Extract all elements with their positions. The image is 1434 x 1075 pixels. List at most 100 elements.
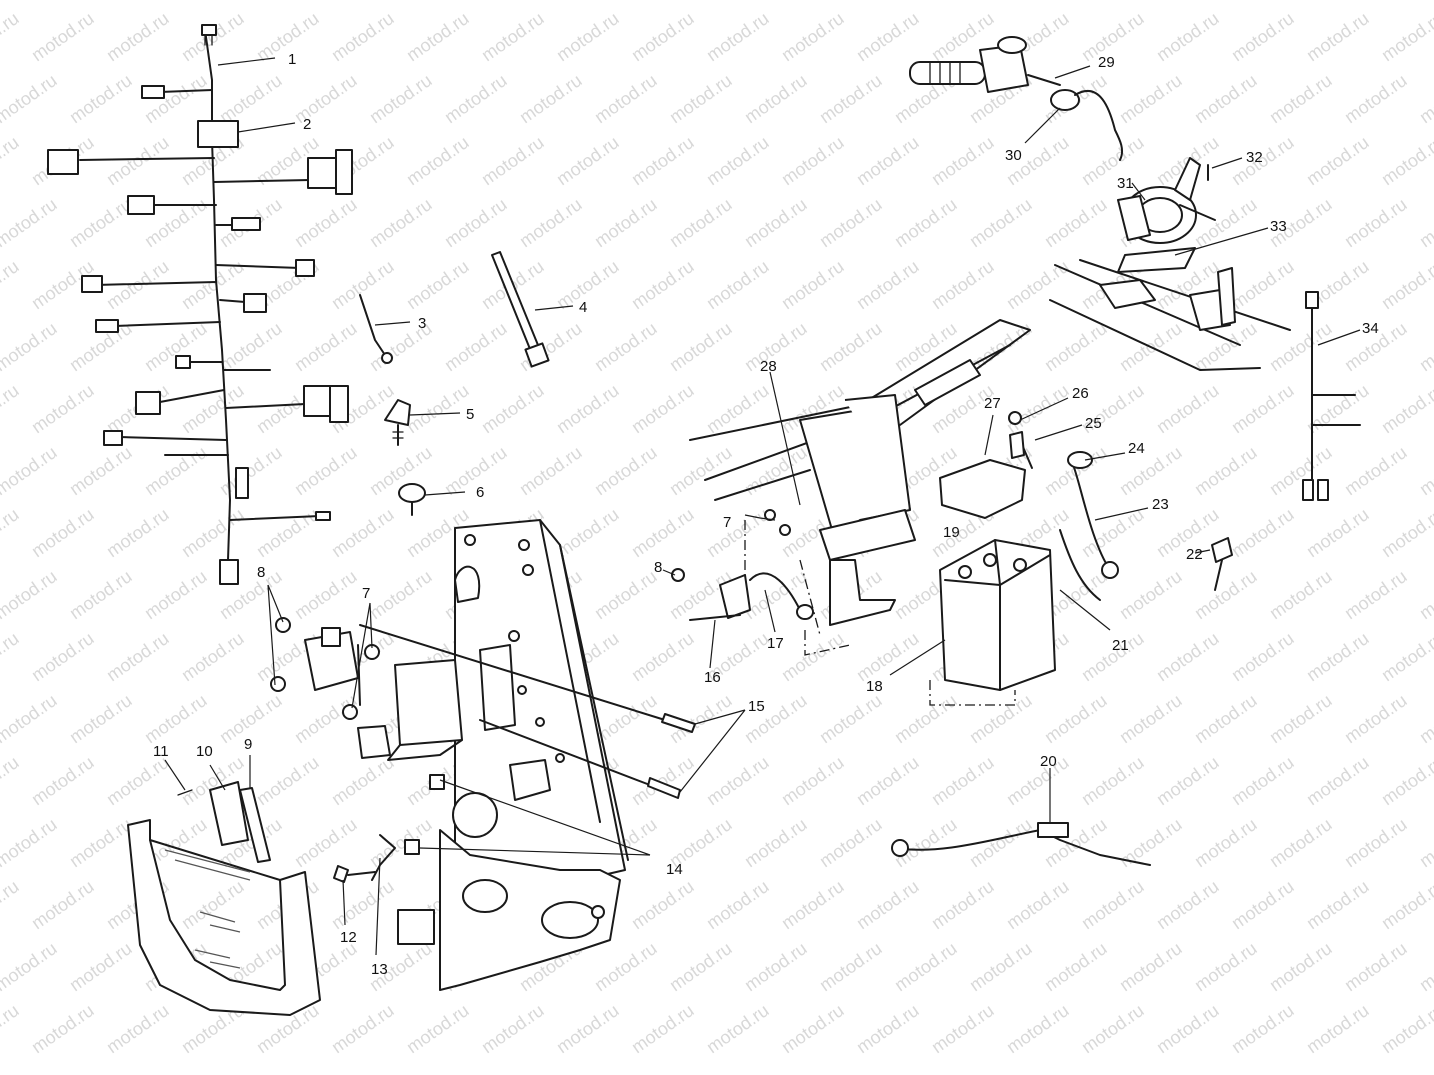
- ground-wire: [359, 294, 393, 364]
- watermark-text: motod.ru: [141, 442, 211, 499]
- ignition-coil: [270, 617, 380, 720]
- watermark-text: motod.ru: [28, 752, 98, 809]
- watermark-text: motod.ru: [1416, 194, 1434, 251]
- watermark-text: motod.ru: [1153, 1000, 1223, 1057]
- watermark-text: motod.ru: [1078, 1000, 1148, 1057]
- callout-16: 16: [704, 669, 721, 686]
- watermark-text: motod.ru: [1003, 1000, 1073, 1057]
- watermark-text: motod.ru: [1378, 504, 1434, 561]
- watermark-text: motod.ru: [253, 752, 323, 809]
- watermark-text: motod.ru: [66, 690, 136, 747]
- watermark-text: motod.ru: [591, 194, 661, 251]
- watermark-text: motod.ru: [28, 504, 98, 561]
- watermark-text: motod.ru: [628, 628, 698, 685]
- watermark-text: motod.ru: [1228, 8, 1298, 65]
- callout-32: 32: [1246, 149, 1263, 166]
- callout-2: 2: [303, 116, 311, 133]
- horn: [1117, 157, 1216, 273]
- watermark-text: motod.ru: [1416, 690, 1434, 747]
- watermark-text: motod.ru: [328, 752, 398, 809]
- watermark-text: motod.ru: [1191, 70, 1261, 127]
- watermark-text: motod.ru: [441, 0, 511, 3]
- watermark-text: motod.ru: [66, 70, 136, 127]
- watermark-text: motod.ru: [1116, 442, 1186, 499]
- watermark-text: motod.ru: [778, 8, 848, 65]
- watermark-text: motod.ru: [1303, 752, 1373, 809]
- watermark-text: motod.ru: [1191, 0, 1261, 3]
- watermark-text: motod.ru: [966, 0, 1036, 3]
- watermark-text: motod.ru: [853, 628, 923, 685]
- watermark-text: motod.ru: [1341, 566, 1411, 623]
- watermark-text: motod.ru: [216, 0, 286, 3]
- watermark-text: motod.ru: [1416, 318, 1434, 375]
- watermark-text: motod.ru: [0, 938, 60, 995]
- watermark-text: motod.ru: [0, 8, 22, 65]
- cable-tie: [491, 251, 550, 368]
- watermark-text: motod.ru: [703, 504, 773, 561]
- battery: [929, 459, 1056, 706]
- watermark-text: motod.ru: [1041, 690, 1111, 747]
- watermark-text: motod.ru: [1378, 256, 1434, 313]
- bumper-guard: [127, 781, 321, 1016]
- watermark-text: motod.ru: [1116, 938, 1186, 995]
- watermark-text: motod.ru: [1228, 256, 1298, 313]
- watermark-text: motod.ru: [928, 132, 998, 189]
- watermark-text: motod.ru: [778, 628, 848, 685]
- watermark-text: motod.ru: [366, 814, 436, 871]
- watermark-text: motod.ru: [1378, 628, 1434, 685]
- watermark-text: motod.ru: [1191, 814, 1261, 871]
- watermark-text: motod.ru: [103, 8, 173, 65]
- watermark-text: motod.ru: [178, 380, 248, 437]
- callout-5: 5: [466, 406, 474, 423]
- watermark-text: motod.ru: [328, 8, 398, 65]
- watermark-text: motod.ru: [741, 814, 811, 871]
- watermark-text: motod.ru: [1416, 814, 1434, 871]
- watermark-text: motod.ru: [141, 0, 211, 3]
- watermark-text: motod.ru: [291, 814, 361, 871]
- watermark-text: motod.ru: [1078, 752, 1148, 809]
- watermark-text: motod.ru: [591, 566, 661, 623]
- callout-23: 23: [1152, 496, 1169, 513]
- watermark-text: motod.ru: [666, 318, 736, 375]
- callout-10: 10: [196, 743, 213, 760]
- watermark-text: motod.ru: [1153, 628, 1223, 685]
- watermark-text: motod.ru: [1153, 8, 1223, 65]
- watermark-text: motod.ru: [28, 876, 98, 933]
- watermark-text: motod.ru: [141, 566, 211, 623]
- watermark-text: motod.ru: [0, 690, 60, 747]
- watermark-text: motod.ru: [1041, 0, 1111, 3]
- watermark-text: motod.ru: [28, 628, 98, 685]
- watermark-text: motod.ru: [0, 504, 22, 561]
- watermark-text: motod.ru: [778, 1000, 848, 1057]
- watermark-text: motod.ru: [591, 0, 661, 3]
- callout-26: 26: [1072, 385, 1089, 402]
- watermark-text: motod.ru: [853, 752, 923, 809]
- watermark-text: motod.ru: [441, 318, 511, 375]
- watermark-text: motod.ru: [891, 318, 961, 375]
- watermark-text: motod.ru: [853, 1000, 923, 1057]
- watermark-text: motod.ru: [966, 318, 1036, 375]
- watermark-text: motod.ru: [1116, 566, 1186, 623]
- watermark-text: motod.ru: [328, 504, 398, 561]
- watermark-text: motod.ru: [703, 752, 773, 809]
- watermark-text: motod.ru: [553, 8, 623, 65]
- callout-3: 3: [418, 315, 426, 332]
- watermark-text: motod.ru: [1078, 504, 1148, 561]
- watermark-text: motod.ru: [666, 70, 736, 127]
- watermark-text: motod.ru: [1078, 132, 1148, 189]
- watermark-text: motod.ru: [1266, 566, 1336, 623]
- callout-9: 9: [244, 736, 252, 753]
- watermark-text: motod.ru: [1228, 752, 1298, 809]
- watermark-text: motod.ru: [1341, 0, 1411, 3]
- watermark-text: motod.ru: [1228, 628, 1298, 685]
- watermark-text: motod.ru: [0, 318, 60, 375]
- watermark-text: motod.ru: [1266, 814, 1336, 871]
- watermark-text: motod.ru: [441, 70, 511, 127]
- watermark-text: motod.ru: [516, 70, 586, 127]
- watermark-text: motod.ru: [1303, 8, 1373, 65]
- watermark-text: motod.ru: [178, 8, 248, 65]
- mounting-plate: [357, 519, 629, 896]
- handlebar-switch: [909, 36, 1124, 161]
- callout-18: 18: [866, 678, 883, 695]
